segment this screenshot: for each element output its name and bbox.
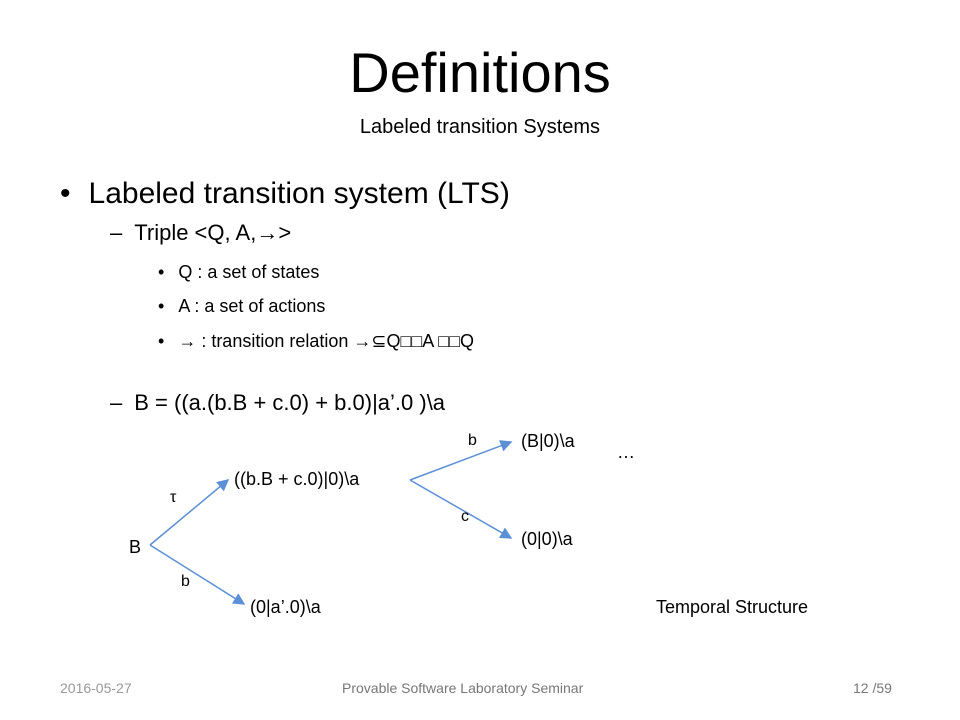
arrow-c <box>409 479 513 539</box>
arrow-b-upper <box>409 440 513 481</box>
label-b-upper: b <box>468 432 477 449</box>
bullet-relation-text: → : transition relation →⊆Q□□A □□Q <box>178 331 474 351</box>
label-tau: τ <box>170 489 177 506</box>
node-lower: (0|a’.0)\a <box>250 597 321 617</box>
footer-page-number: 12 /59 <box>853 680 892 696</box>
label-c: c <box>461 508 469 525</box>
node-root: B <box>129 537 142 557</box>
dash-icon: – <box>110 390 123 415</box>
ellipsis: … <box>617 442 635 462</box>
bullet-dot-icon: • <box>60 177 71 210</box>
node-b0: (B|0)\a <box>521 431 575 451</box>
bullet-a-text: A : a set of actions <box>178 296 326 316</box>
bullet-triple-text: Triple <Q, A,→> <box>134 220 292 245</box>
bullet-b-expression: –B = ((a.(b.B + c.0) + b.0)|a’.0 )\a <box>110 388 445 418</box>
slide-subtitle: Labeled transition Systems <box>359 116 601 138</box>
bullet-lts-text: Labeled transition system (LTS) <box>88 177 510 210</box>
node-upper: ((b.B + c.0)|0)\a <box>234 469 360 489</box>
bullet-lts: • Labeled transition system (LTS) <box>60 174 510 214</box>
slide-title: Definitions <box>349 41 611 104</box>
bullet-q: • Q : a set of states <box>158 260 319 284</box>
bullet-triple: –Triple <Q, A,→> <box>110 218 291 248</box>
caption-temporal-structure: Temporal Structure <box>656 597 809 617</box>
arrow-tau <box>149 479 230 546</box>
arrow-b-lower <box>149 544 246 605</box>
bullet-dot-icon: • <box>158 296 165 316</box>
footer-title: Provable Software Laboratory Seminar <box>342 680 584 696</box>
bullet-dot-icon: • <box>158 331 165 351</box>
bullet-q-text: Q : a set of states <box>178 262 320 282</box>
bullet-relation: • → : transition relation →⊆Q□□A □□Q <box>158 329 474 353</box>
dash-icon: – <box>110 220 123 245</box>
footer-date: 2016-05-27 <box>60 680 132 696</box>
label-b-lower: b <box>181 573 190 590</box>
bullet-a: • A : a set of actions <box>158 294 325 318</box>
bullet-b-expression-text: B = ((a.(b.B + c.0) + b.0)|a’.0 )\a <box>134 390 446 415</box>
bullet-dot-icon: • <box>158 262 165 282</box>
node-00: (0|0)\a <box>521 529 573 549</box>
